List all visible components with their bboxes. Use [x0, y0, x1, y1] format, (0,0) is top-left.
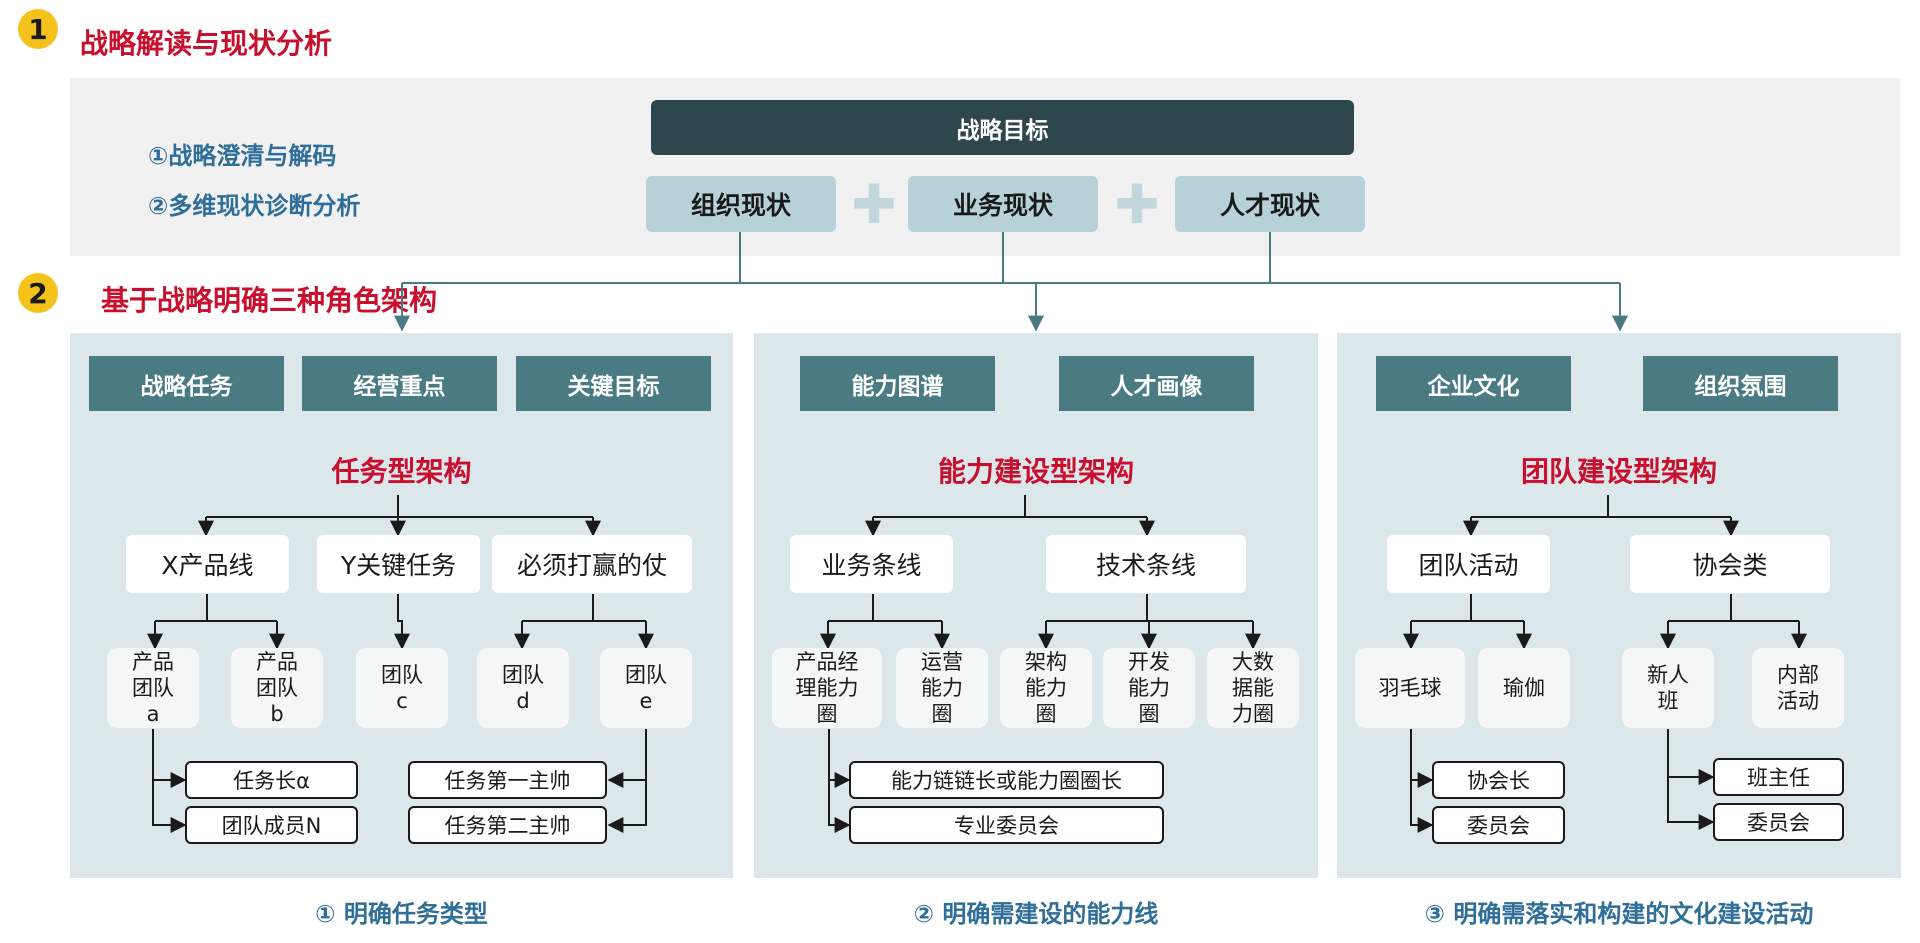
node-product-team-a: 产品 团队 a [107, 648, 199, 728]
tab-business-focus: 经营重点 [302, 356, 497, 411]
node-business-line: 业务条线 [790, 535, 953, 593]
tab-key-goals: 关键目标 [516, 356, 711, 411]
node-newcomer-class: 新人 班 [1622, 648, 1714, 728]
node-team-c: 团队 c [356, 648, 448, 728]
caption-capability-lines: ② 明确需建设的能力线 [913, 899, 1159, 928]
node-development-capability-circle-label: 开发 能力 圈 [1128, 650, 1170, 726]
tab-organization-atmosphere: 组织氛围 [1643, 356, 1838, 411]
tab-corporate-culture: 企业文化 [1376, 356, 1571, 411]
caption-task-type: ① 明确任务类型 [315, 899, 488, 928]
node-development-capability-circle: 开发 能力 圈 [1103, 648, 1195, 728]
node-team-activities: 团队活动 [1387, 535, 1550, 593]
node-team-c-label: 团队 c [381, 663, 423, 713]
node-team-e-label: 团队 e [625, 663, 667, 713]
node-pm-capability-circle-label: 产品经 理能力 圈 [795, 650, 859, 726]
node-yoga: 瑜伽 [1478, 648, 1570, 728]
role-class-committee: 委员会 [1713, 803, 1844, 841]
node-operations-capability-circle: 运营 能力 圈 [896, 648, 988, 728]
status-business: 业务现状 [908, 176, 1098, 232]
tab-capability-map: 能力图谱 [800, 356, 995, 411]
panel-title-task: 任务型架构 [331, 455, 472, 488]
intro-line-2: ②多维现状诊断分析 [148, 192, 361, 220]
panel-title-team: 团队建设型架构 [1520, 455, 1717, 488]
role-chain-or-circle-leader: 能力链链长或能力圈圈长 [849, 761, 1164, 799]
section-number-badge-1: 1 [18, 9, 58, 49]
node-internal-activities-label: 内部 活动 [1777, 663, 1819, 713]
node-architecture-capability-circle: 架构 能力 圈 [1000, 648, 1092, 728]
node-technical-line: 技术条线 [1046, 535, 1246, 593]
plus-icon: ✚ [851, 172, 897, 236]
node-yoga-label: 瑜伽 [1503, 676, 1545, 700]
node-badminton: 羽毛球 [1355, 648, 1465, 728]
node-y-key-task: Y关键任务 [317, 535, 480, 593]
status-talent: 人才现状 [1175, 176, 1365, 232]
node-product-team-a-label: 产品 团队 a [132, 650, 174, 726]
node-bigdata-capability-circle-label: 大数 据能 力圈 [1232, 650, 1274, 726]
role-task-leader: 任务长α [185, 761, 358, 799]
role-second-commander: 任务第二主帅 [408, 806, 607, 844]
caption-culture-activities: ③ 明确需落实和构建的文化建设活动 [1424, 899, 1814, 928]
node-team-d: 团队 d [477, 648, 569, 728]
panel-title-capability: 能力建设型架构 [937, 455, 1134, 488]
node-product-team-b-label: 产品 团队 b [256, 650, 298, 726]
section-title-1: 战略解读与现状分析 [80, 27, 333, 60]
node-associations: 协会类 [1630, 535, 1830, 593]
status-organization: 组织现状 [646, 176, 836, 232]
section-number-badge-2: 2 [18, 273, 58, 313]
section-title-2: 基于战略明确三种角色架构 [101, 284, 438, 317]
tab-talent-profile: 人才画像 [1059, 356, 1254, 411]
node-pm-capability-circle: 产品经 理能力 圈 [772, 648, 882, 728]
role-class-teacher: 班主任 [1713, 758, 1844, 796]
role-team-member: 团队成员N [185, 806, 358, 844]
intro-line-1: ①战略澄清与解码 [148, 142, 337, 170]
node-must-win-battle: 必须打赢的仗 [492, 535, 692, 593]
role-first-commander: 任务第一主帅 [408, 761, 607, 799]
node-architecture-capability-circle-label: 架构 能力 圈 [1025, 650, 1067, 726]
role-association-president: 协会长 [1432, 761, 1565, 799]
node-newcomer-class-label: 新人 班 [1647, 663, 1689, 713]
node-bigdata-capability-circle: 大数 据能 力圈 [1207, 648, 1299, 728]
node-badminton-label: 羽毛球 [1378, 676, 1442, 700]
role-professional-committee: 专业委员会 [849, 806, 1164, 844]
node-product-team-b: 产品 团队 b [231, 648, 323, 728]
strategy-goal-bar: 战略目标 [651, 100, 1354, 155]
node-internal-activities: 内部 活动 [1752, 648, 1844, 728]
tab-strategic-task: 战略任务 [89, 356, 284, 411]
plus-icon: ✚ [1114, 172, 1160, 236]
node-x-product-line: X产品线 [126, 535, 289, 593]
node-operations-capability-circle-label: 运营 能力 圈 [921, 650, 963, 726]
node-team-d-label: 团队 d [502, 663, 544, 713]
node-team-e: 团队 e [600, 648, 692, 728]
role-association-committee: 委员会 [1432, 806, 1565, 844]
